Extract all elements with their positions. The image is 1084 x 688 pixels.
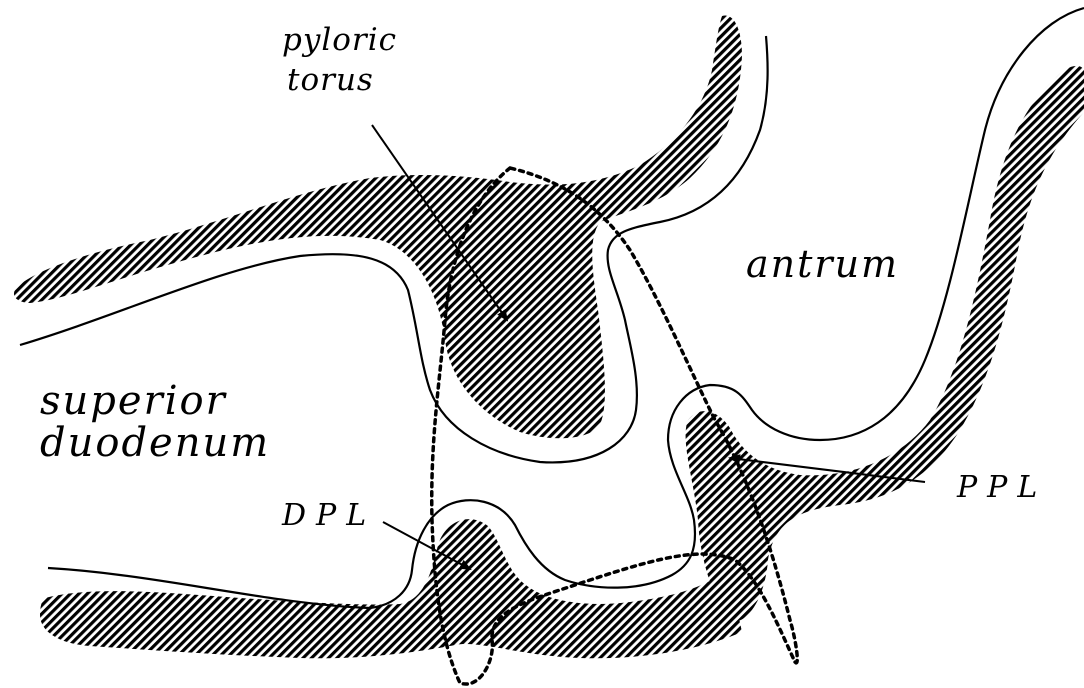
pyloric-torus-label-line1: pyloric	[282, 22, 397, 58]
lower-muscle-wall	[40, 519, 742, 658]
antrum-label: antrum	[746, 242, 899, 286]
antral-muscle-wall	[686, 66, 1084, 622]
pyloric-torus-label-line2: torus	[287, 62, 374, 98]
superior-duodenum-label-line1: superior	[40, 378, 227, 424]
upper-muscle-wall	[14, 15, 742, 438]
dpl-label: DPL	[282, 498, 376, 533]
superior-duodenum-label-line2: duodenum	[40, 420, 270, 466]
ppl-label: PPL	[957, 470, 1047, 505]
